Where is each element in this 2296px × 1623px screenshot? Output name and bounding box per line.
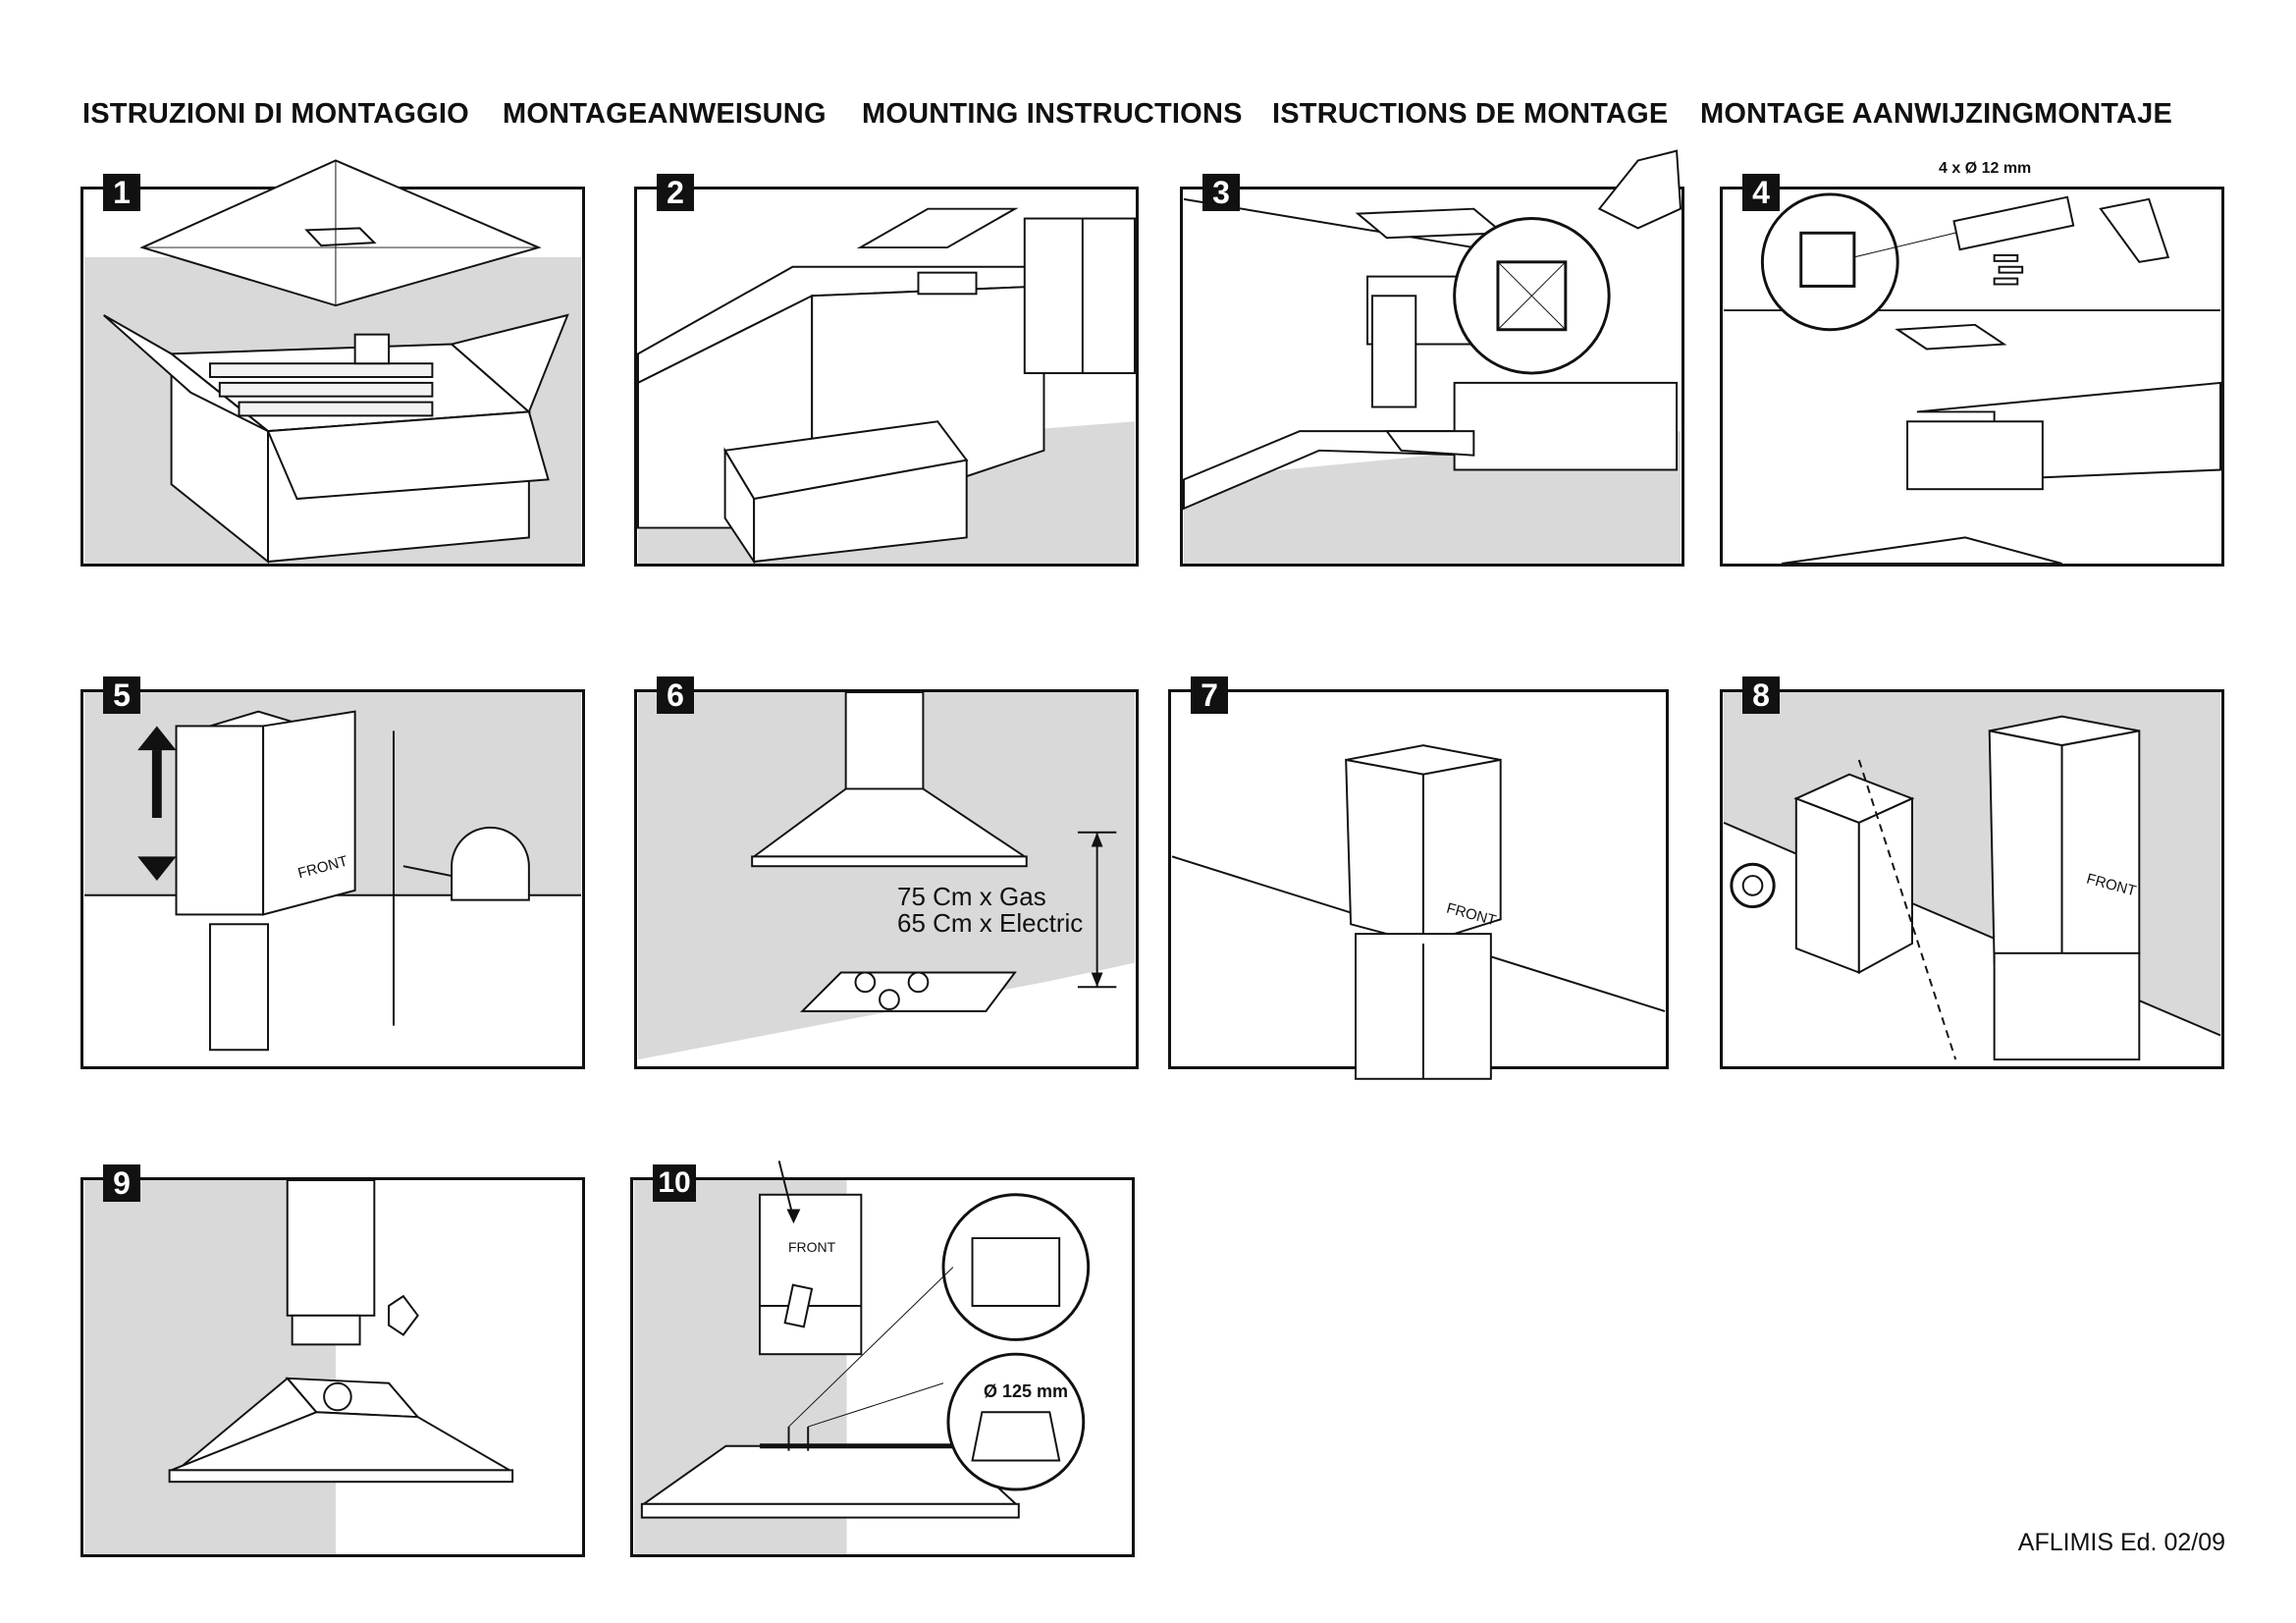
step-number: 8 — [1742, 676, 1780, 714]
drilling-illustration — [1723, 192, 2221, 565]
kitchen-unboxing-illustration — [637, 207, 1136, 566]
step-2-panel: 2 — [634, 174, 1139, 567]
step-number: 9 — [103, 1164, 140, 1202]
step-6-panel: 75 Cm x Gas 65 Cm x Electric 6 — [634, 676, 1139, 1069]
drill-diameter-label: 4 x Ø 12 mm — [1939, 160, 2032, 177]
chimney-fixing-illustration — [1171, 744, 1666, 1080]
title-dutch: MONTAGE AANWIJZING — [1700, 98, 2035, 130]
title-german: MONTAGEANWEISUNG — [503, 98, 827, 130]
hood-height-illustration — [637, 691, 1136, 1066]
title-french: ISTRUCTIONS DE MONTAGE — [1272, 98, 1669, 130]
unboxing-illustration — [83, 159, 582, 565]
hood-lowering-illustration — [83, 1179, 514, 1554]
front-label: FRONT — [788, 1239, 836, 1255]
duct-diameter-label: Ø 125 mm — [984, 1381, 1069, 1401]
step-number: 2 — [657, 174, 694, 211]
step-number: 10 — [653, 1164, 696, 1202]
step-number: 4 — [1742, 174, 1780, 211]
step-8-panel: FRONT 8 — [1720, 676, 2224, 1069]
electric-height-label: 65 Cm x Electric — [897, 908, 1084, 938]
step-number: 6 — [657, 676, 694, 714]
title-italian: ISTRUZIONI DI MONTAGGIO — [82, 98, 469, 130]
title-english: MOUNTING INSTRUCTIONS — [862, 98, 1243, 130]
step-3-panel: 3 — [1180, 149, 1684, 567]
chimney-measure-illustration — [83, 692, 582, 1052]
final-assembly-illustration — [633, 1161, 1091, 1554]
step-number: 3 — [1202, 174, 1240, 211]
gas-height-label: 75 Cm x Gas — [897, 882, 1046, 911]
step-number: 1 — [103, 174, 140, 211]
step-9-panel: 9 — [80, 1164, 585, 1557]
step-number: 7 — [1191, 676, 1228, 714]
marking-ceiling-illustration — [1183, 149, 1682, 564]
step-10-panel: FRONT Ø 125 mm 10 — [630, 1161, 1135, 1557]
step-5-panel: FRONT 5 — [80, 676, 585, 1069]
chimney-taping-illustration — [1723, 692, 2221, 1061]
step-7-panel: FRONT 7 — [1168, 676, 1669, 1080]
title-spanish: MONTAJE — [2034, 98, 2173, 130]
edition-label: AFLIMIS Ed. 02/09 — [2017, 1529, 2225, 1556]
step-number: 5 — [103, 676, 140, 714]
step-1-panel: 1 — [80, 159, 585, 567]
multilingual-title-bar: ISTRUZIONI DI MONTAGGIO MONTAGEANWEISUNG… — [82, 98, 2222, 137]
step-4-panel: 4 x Ø 12 mm 4 — [1720, 160, 2224, 567]
